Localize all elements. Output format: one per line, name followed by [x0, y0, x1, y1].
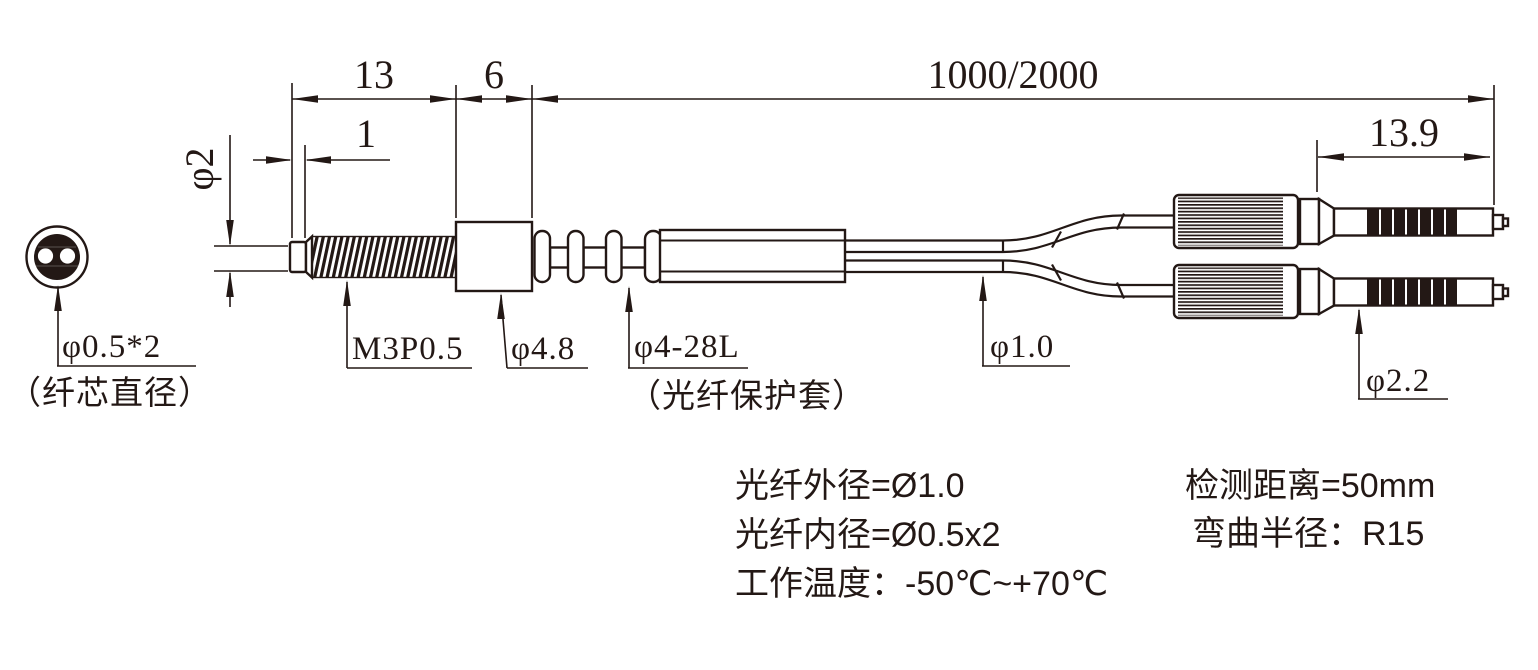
ribbed-block-grooves — [1379, 209, 1446, 235]
fiber-core-1 — [37, 248, 54, 264]
sheath-neck-2 — [582, 246, 608, 269]
dimension-arrows — [226, 95, 1494, 297]
fiber-core-2 — [59, 248, 76, 264]
callout-fiber-core-label: φ0.5*2 — [62, 329, 161, 365]
callout-body-diameter-label: φ4.8 — [511, 331, 575, 367]
dim-body-length-label: 6 — [484, 52, 504, 97]
cable-segment-tick — [1051, 263, 1062, 282]
sheath-rib-2 — [566, 229, 585, 284]
fiber-cross-section — [25, 225, 89, 289]
sheath-neck-3 — [619, 246, 647, 269]
dim-thread-length-label: 13 — [354, 52, 394, 97]
callout-fiber-core-note: （纤芯直径） — [8, 375, 212, 412]
cable-segment-tick — [1051, 230, 1062, 249]
threaded-shaft — [311, 235, 457, 279]
connector-collar — [1298, 197, 1321, 246]
protective-sheath — [533, 228, 847, 284]
spec-block-left: 光纤外径=Ø1.0 光纤内径=Ø0.5x2 工作温度：-50℃~+70℃ — [735, 467, 1108, 603]
cable-bottom-upper-edge — [845, 259, 1176, 287]
spec-fiber-outer-diameter: 光纤外径=Ø1.0 — [735, 467, 965, 505]
knurl-texture — [1178, 197, 1283, 246]
dimension-lines — [214, 83, 1495, 307]
connector-bottom — [1172, 263, 1510, 320]
spec-block-right: 检测距离=50mm 弯曲半径：R15 — [1185, 467, 1435, 553]
sheath-neck-1 — [548, 246, 571, 269]
cable-top-lower-edge — [845, 226, 1176, 254]
callout-sheath-label: φ4-28L — [634, 329, 740, 365]
callout-thread-spec-label: M3P0.5 — [352, 331, 463, 367]
callout-connector-diameter-label: φ2.2 — [1366, 363, 1430, 399]
connector-ferrule — [1491, 213, 1505, 231]
dim-connector-head-label: 13.9 — [1369, 110, 1439, 155]
sheath-rib-3 — [604, 229, 623, 284]
connector-top — [1172, 193, 1510, 250]
split-cables — [845, 213, 1176, 299]
connector-ferrule-nub — [1501, 217, 1510, 228]
spec-operating-temperature: 工作温度：-50℃~+70℃ — [735, 565, 1108, 603]
dim-tip-diameter-label: φ2 — [177, 147, 222, 190]
sheath-sleeve — [658, 228, 847, 284]
dim-fiber-length-label: 1000/2000 — [927, 52, 1098, 97]
callout-cable-diameter-label: φ1.0 — [990, 329, 1054, 365]
callout-sheath-note: （光纤保护套） — [628, 378, 866, 415]
connector-ribbed-block — [1367, 208, 1457, 236]
connector-taper — [1317, 196, 1336, 247]
sheath-rib-1 — [533, 229, 552, 284]
spec-fiber-inner-diameter: 光纤内径=Ø0.5x2 — [735, 516, 1000, 554]
hex-body — [454, 220, 534, 293]
sensor-head — [288, 220, 534, 293]
thread-chamfer — [304, 233, 314, 281]
dim-tip-length-label: 1 — [356, 111, 376, 156]
sensor-tip — [288, 240, 308, 274]
callout-leaders — [54, 275, 1448, 400]
cable-top-upper-edge — [845, 214, 1176, 242]
cable-segment-tick — [1115, 213, 1126, 230]
spec-bend-radius: 弯曲半径：R15 — [1192, 515, 1424, 553]
cross-section-cladding — [34, 234, 80, 280]
cable-bottom-lower-edge — [845, 270, 1176, 298]
cable-segment-tick — [1115, 282, 1126, 299]
spec-sensing-distance: 检测距离=50mm — [1185, 467, 1435, 505]
